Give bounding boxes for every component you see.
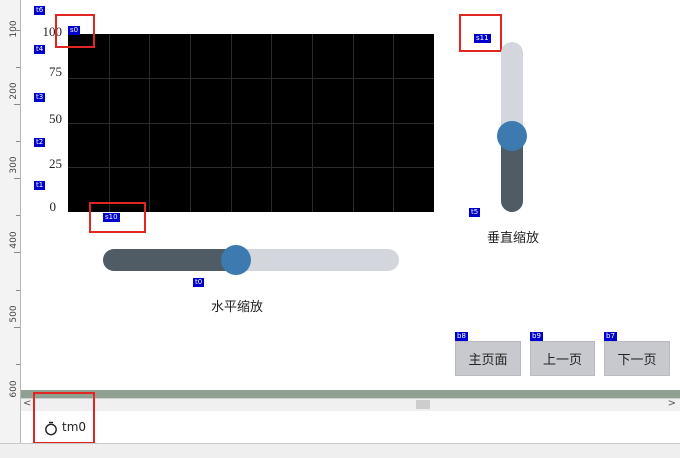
ruler-mark: 400 bbox=[9, 231, 19, 249]
status-bar bbox=[0, 443, 680, 458]
scrollbar-thumb[interactable] bbox=[416, 400, 430, 409]
ruler-tick bbox=[14, 178, 20, 179]
selection-highlight-s10 bbox=[89, 202, 146, 233]
ruler-mark: 600 bbox=[9, 380, 19, 398]
y-axis-label: 0 bbox=[49, 199, 57, 214]
scroll-left-icon[interactable]: < bbox=[23, 398, 32, 409]
ruler-tick bbox=[14, 104, 20, 105]
canvas-bottom-border bbox=[21, 390, 680, 398]
ruler-tick bbox=[14, 327, 20, 328]
ruler-mark: 300 bbox=[9, 156, 19, 174]
ruler-tick bbox=[16, 364, 20, 365]
component-tag-b8[interactable]: b8 bbox=[455, 332, 468, 341]
vertical-ruler: 100 200 300 400 500 600 bbox=[0, 0, 21, 457]
grid-line bbox=[68, 123, 434, 124]
grid-line bbox=[68, 167, 434, 168]
vertical-zoom-label: 垂直缩放 bbox=[487, 230, 540, 245]
scroll-right-icon[interactable]: > bbox=[667, 398, 676, 409]
ruler-mark: 500 bbox=[9, 305, 19, 323]
selection-highlight-s11 bbox=[459, 14, 502, 52]
grid-line bbox=[68, 78, 434, 79]
component-tag-t0[interactable]: t0 bbox=[193, 278, 205, 287]
timer-icon bbox=[45, 421, 57, 436]
component-tag-b9[interactable]: b9 bbox=[530, 332, 543, 341]
component-tag-t2[interactable]: t2 bbox=[34, 138, 46, 147]
ruler-tick bbox=[16, 67, 20, 68]
component-tag-t5[interactable]: t5 bbox=[469, 208, 481, 217]
horizontal-zoom-label: 水平缩放 bbox=[211, 299, 264, 314]
vertical-zoom-slider-fill bbox=[501, 136, 523, 212]
component-tag-t6[interactable]: t6 bbox=[34, 6, 46, 15]
component-tag-t3[interactable]: t3 bbox=[34, 93, 46, 102]
horizontal-scrollbar[interactable]: < > bbox=[21, 398, 680, 412]
next-page-button[interactable]: 下一页 bbox=[604, 341, 670, 376]
ruler-tick bbox=[14, 252, 20, 253]
component-tag-s0[interactable]: s0 bbox=[68, 26, 81, 35]
ruler-tick bbox=[14, 30, 20, 31]
timer-component-label[interactable]: tm0 bbox=[62, 420, 87, 434]
home-page-button[interactable]: 主页面 bbox=[455, 341, 521, 376]
previous-page-button[interactable]: 上一页 bbox=[530, 341, 595, 376]
y-axis-label: 75 bbox=[49, 64, 62, 79]
waveform-display[interactable] bbox=[68, 34, 434, 212]
y-axis-label: 25 bbox=[49, 156, 62, 171]
y-axis-label: 100 bbox=[42, 24, 63, 39]
y-axis-label: 50 bbox=[49, 111, 62, 126]
ruler-tick bbox=[16, 290, 20, 291]
ruler-tick bbox=[16, 141, 20, 142]
component-tag-s10[interactable]: s10 bbox=[103, 213, 120, 222]
vertical-zoom-slider-handle[interactable] bbox=[497, 121, 527, 151]
ruler-mark: 100 bbox=[9, 20, 19, 38]
horizontal-zoom-slider-fill bbox=[103, 249, 236, 271]
ruler-tick bbox=[16, 215, 20, 216]
component-tag-b7[interactable]: b7 bbox=[604, 332, 617, 341]
horizontal-zoom-slider-handle[interactable] bbox=[221, 245, 251, 275]
ruler-mark: 200 bbox=[9, 82, 19, 100]
component-tag-t4[interactable]: t4 bbox=[34, 45, 46, 54]
selection-highlight-tm0 bbox=[33, 392, 95, 444]
component-tray: tm0 bbox=[21, 411, 680, 443]
component-tag-t1[interactable]: t1 bbox=[34, 181, 46, 190]
selection-highlight-s0 bbox=[55, 14, 95, 48]
component-tag-s11[interactable]: s11 bbox=[474, 34, 491, 43]
